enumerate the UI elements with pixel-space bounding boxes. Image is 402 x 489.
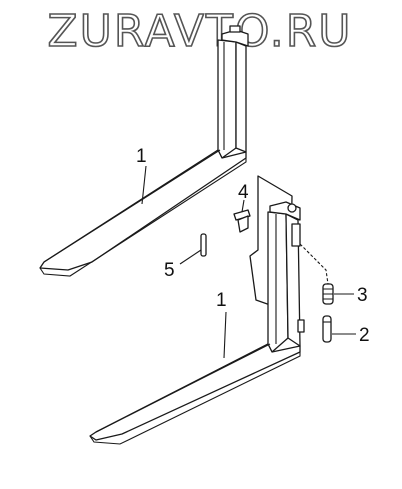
callout-lock-block: 4 xyxy=(238,182,249,203)
callout-fork-lower: 1 xyxy=(216,290,227,311)
leader-fork-upper xyxy=(141,165,147,205)
assembly-guide-line xyxy=(299,243,329,285)
watermark-logo: ZURAVTO.RU xyxy=(47,6,352,57)
callout-roll-pin: 5 xyxy=(164,260,175,281)
leader-roll-pin xyxy=(179,249,202,265)
roll-pin xyxy=(200,233,207,257)
fork-lower xyxy=(89,201,305,445)
callout-pin: 2 xyxy=(359,325,370,346)
leader-lock-block xyxy=(241,199,245,213)
pin xyxy=(322,315,332,343)
spring xyxy=(322,283,334,305)
callout-spring: 3 xyxy=(357,285,368,306)
leader-fork-lower xyxy=(223,311,227,359)
callout-fork-upper: 1 xyxy=(136,146,147,167)
lock-block xyxy=(233,209,251,233)
fork-upper xyxy=(39,25,249,277)
